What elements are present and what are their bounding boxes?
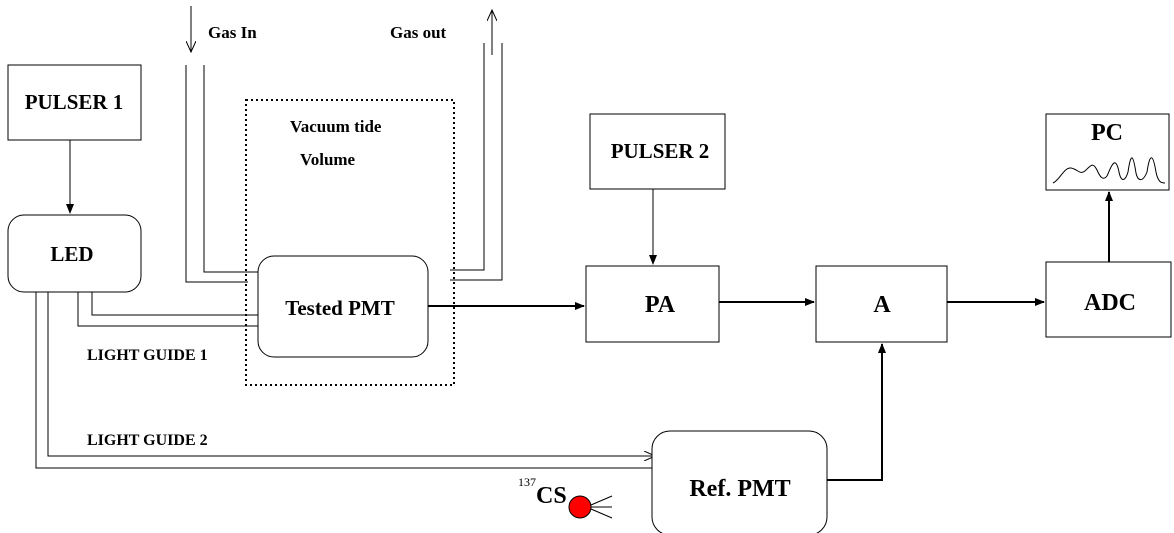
led-box (7, 214, 142, 293)
light-guide-1-label: LIGHT GUIDE 1 (87, 347, 208, 364)
gas-in-label: Gas In (208, 23, 257, 42)
vacuum-label-line2: Volume (300, 150, 356, 169)
pc-label: PC (1091, 120, 1123, 146)
vacuum-volume-boundary (245, 99, 455, 386)
amplifier-label: A (873, 292, 891, 318)
light-guide-1 (77, 292, 260, 327)
light-guide-2-label: LIGHT GUIDE 2 (87, 432, 208, 449)
pulser1-label: PULSER 1 (25, 90, 124, 114)
pulser1-box (7, 64, 142, 141)
tested-pmt-label: Tested PMT (285, 296, 394, 320)
pa-label: PA (645, 292, 676, 318)
ref-pmt-to-a-arrow (827, 343, 886, 481)
adc-label: ADC (1084, 290, 1136, 316)
vacuum-label-line1: Vacuum tide (290, 117, 382, 136)
pc-spectrum-trace (1052, 157, 1166, 184)
gas-inlet-tube (185, 65, 260, 283)
amplifier-box (815, 265, 948, 343)
source-symbol: CS (536, 483, 567, 509)
pc-box (1045, 113, 1170, 191)
pulser2-label: PULSER 2 (611, 139, 710, 163)
led-label: LED (50, 242, 93, 266)
cs137-source-icon (568, 495, 592, 519)
pulser2-box (589, 113, 726, 190)
radiation-rays (590, 495, 613, 519)
gas-outlet-tube (450, 43, 503, 281)
adc-box (1045, 261, 1172, 338)
light-guide-2 (35, 292, 655, 469)
ref-pmt-label: Ref. PMT (689, 476, 790, 502)
gas-out-label: Gas out (390, 23, 447, 42)
ref-pmt-box (651, 430, 828, 533)
pa-box (585, 265, 720, 343)
source-mass-number: 137 (518, 475, 536, 489)
